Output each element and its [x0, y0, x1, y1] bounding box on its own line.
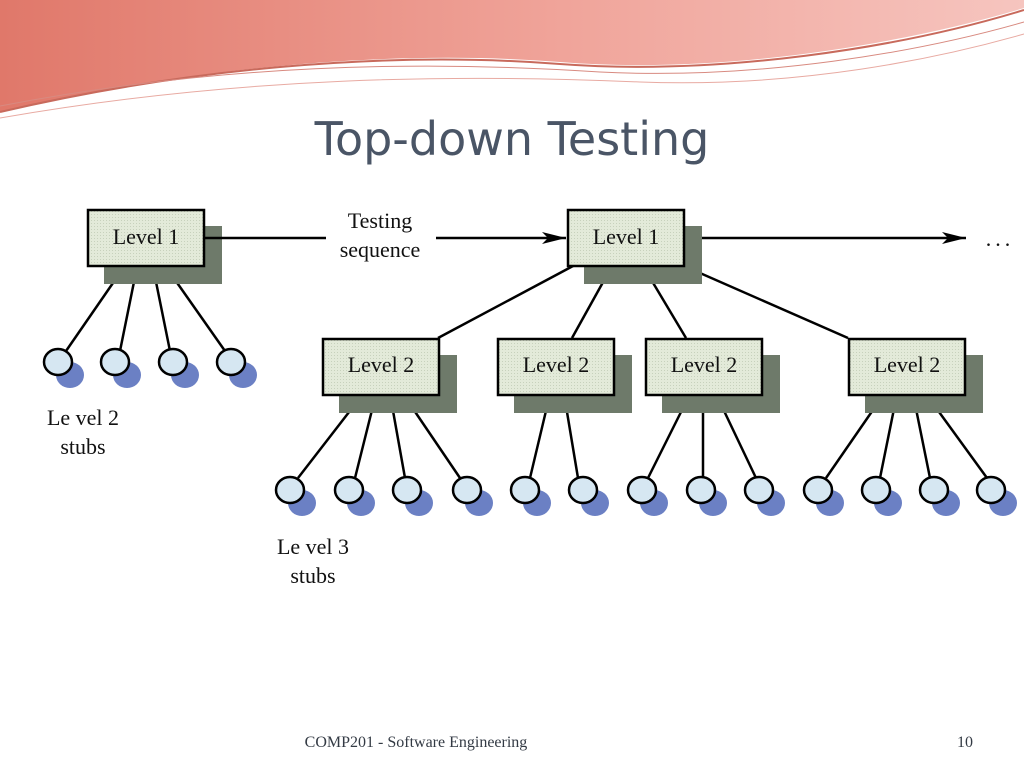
level1-label: Level 1	[593, 224, 660, 249]
stub	[975, 475, 1017, 516]
level1-box-right: Level 1	[566, 208, 702, 284]
testing-sequence-label-line1: Testing	[348, 208, 412, 233]
stub	[42, 347, 84, 388]
stub	[274, 475, 316, 516]
slide-title: Top-down Testing	[314, 112, 710, 166]
level2-label: Level 2	[348, 352, 415, 377]
stub	[743, 475, 785, 516]
level2-label: Level 2	[523, 352, 590, 377]
level2-stubs-label-line2: stubs	[60, 434, 105, 459]
page-number: 10	[957, 734, 973, 751]
stub	[509, 475, 551, 516]
level3-stub-group	[274, 475, 1017, 516]
stub	[567, 475, 609, 516]
ellipsis: ...	[986, 226, 1015, 251]
stub	[626, 475, 668, 516]
level3-stubs-label-line2: stubs	[290, 563, 335, 588]
testing-sequence-arrow: Testing sequence	[204, 208, 566, 262]
stub	[860, 475, 902, 516]
level2-box: Level 2	[644, 337, 780, 413]
testing-sequence-label-line2: sequence	[340, 237, 421, 262]
stub	[685, 475, 727, 516]
level1-label: Level 1	[113, 224, 180, 249]
level2-box: Level 2	[847, 337, 983, 413]
stub	[157, 347, 199, 388]
stub	[99, 347, 141, 388]
stub	[333, 475, 375, 516]
footer-course: COMP201 - Software Engineering	[304, 734, 528, 751]
level2-stub-group	[42, 347, 257, 388]
stub	[391, 475, 433, 516]
level2-stubs-label-line1: Le vel 2	[47, 405, 119, 430]
stub	[918, 475, 960, 516]
level2-label: Level 2	[671, 352, 738, 377]
level2-box: Level 2	[321, 337, 457, 413]
level3-stubs-label-line1: Le vel 3	[277, 534, 349, 559]
stub	[215, 347, 257, 388]
level2-label: Level 2	[874, 352, 941, 377]
stub	[451, 475, 493, 516]
continuation-arrow: ...	[684, 226, 1015, 251]
stub	[802, 475, 844, 516]
left-tree: Level 1 Le vel 2 stubs	[42, 208, 257, 459]
level2-box: Level 2	[496, 337, 632, 413]
level1-box: Level 1	[86, 208, 222, 284]
